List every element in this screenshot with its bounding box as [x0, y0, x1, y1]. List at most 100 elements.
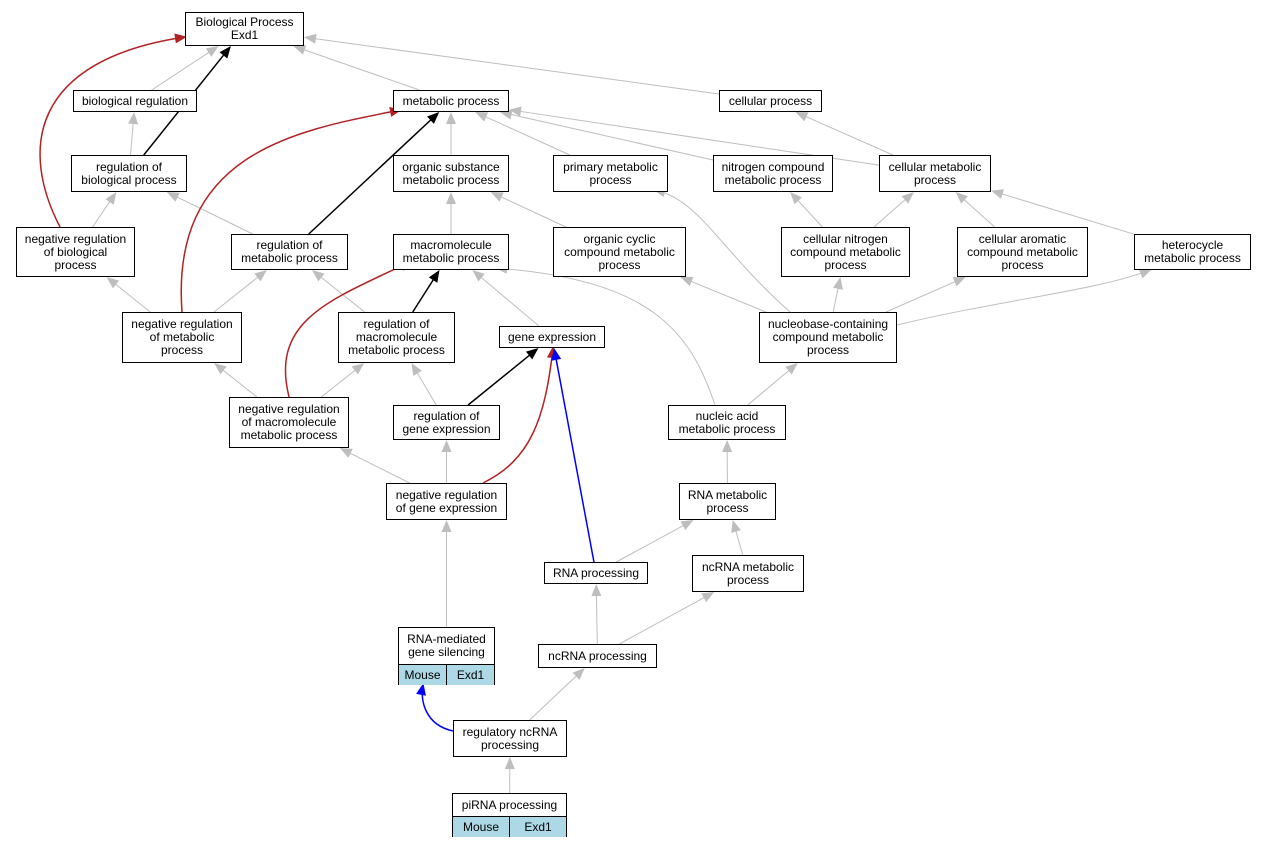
edge-nucleo-hetero [896, 269, 1151, 326]
edge-nucacid-nucleo [747, 369, 790, 406]
edge-regmet-regbio [176, 196, 253, 235]
edge-cellarom-cellmet [963, 198, 995, 228]
edge-arrowhead [499, 109, 513, 120]
go-term-label: regulation of metabolic process [241, 238, 338, 265]
edge-regmacro-macro [412, 278, 435, 313]
edge-geneexp-macro [480, 276, 540, 327]
edge-negmet-negbio [114, 283, 151, 313]
go-term-label: gene expression [507, 329, 597, 344]
edge-arrowhead [680, 520, 694, 531]
go-term-label: RNA metabolic process [687, 487, 768, 515]
go-term-label: negative regulation of macromolecule met… [238, 402, 340, 442]
go-term-label: Biological Process Exd1 [195, 15, 294, 42]
go-term-rnaproc: RNA processing [544, 562, 648, 584]
edge-cellmet-cellproc [805, 115, 894, 156]
edge-arrowhead [312, 270, 325, 282]
go-term-reggene: regulation of gene expression [393, 405, 500, 440]
go-term-label: macromolecule metabolic process [402, 238, 500, 265]
edge-arrowhead [205, 46, 219, 57]
go-term-label: RNA processing [552, 565, 640, 580]
edge-orgcyc-orgsub [500, 196, 567, 228]
edge-arrowhead [680, 276, 694, 287]
edge-arrowhead [833, 277, 843, 290]
edge-arrowhead [952, 277, 966, 287]
go-term-label: heterocycle metabolic process [1144, 238, 1241, 265]
go-term-cellmet: cellular metabolic process [879, 155, 991, 192]
go-term-label: regulation of macromolecule metabolic pr… [348, 317, 445, 357]
edge-reggene-regmacro [416, 372, 437, 406]
go-term-regmet: regulation of metabolic process [231, 234, 348, 270]
edge-cellproc-bp [314, 38, 720, 95]
edge-arrowhead [128, 112, 139, 125]
edge-reggene-geneexp [467, 354, 531, 406]
edge-arrowhead [441, 520, 452, 532]
go-term-label: organic cyclic compound metabolic proces… [564, 231, 675, 272]
edge-nucacid-macro [496, 267, 716, 406]
edge-arrowhead [572, 668, 585, 680]
edge-negmacro-macro [284, 261, 411, 398]
edge-arrowhead [591, 584, 602, 597]
edge-arrowhead [701, 592, 715, 603]
annotation-species: Mouse [399, 665, 446, 685]
edge-arrowhead [105, 192, 117, 205]
edge-arrowhead [254, 270, 267, 282]
go-term-label: nucleobase-containing compound metabolic… [767, 317, 889, 357]
go-term-nucleo: nucleobase-containing compound metabolic… [759, 312, 897, 363]
go-term-cellproc: cellular process [719, 90, 822, 112]
edge-arrowhead [731, 520, 741, 533]
go-term-label: cellular process [728, 93, 813, 108]
edge-primary-metab [485, 116, 571, 156]
edge-arrowhead [901, 192, 914, 204]
edge-nucleo-cellnitro [832, 287, 839, 313]
edge-negmet-regmet [213, 276, 259, 313]
go-term-orgcyc: organic cyclic compound metabolic proces… [553, 227, 686, 277]
go-term-regbio: regulation of biological process [71, 155, 187, 192]
go-term-label: biological regulation [81, 93, 189, 108]
go-term-label: ncRNA processing [548, 648, 647, 663]
edge-arrowhead [504, 757, 515, 770]
go-term-cellnitro: cellular nitrogen compound metabolic pro… [781, 227, 910, 277]
go-term-label: cellular nitrogen compound metabolic pro… [790, 231, 901, 272]
go-term-hetero: heterocycle metabolic process [1134, 234, 1251, 270]
annotation-gene: Exd1 [509, 817, 566, 837]
edge-nitro-metab [510, 113, 714, 161]
edge-arrowhead [1138, 269, 1152, 279]
edge-nucleo-orgcyc [690, 280, 767, 313]
edge-negmacro-negmet [222, 369, 258, 398]
edge-ncrnamet-rnamet [735, 530, 744, 556]
go-term-macro: macromolecule metabolic process [393, 234, 509, 270]
go-term-label: negative regulation of gene expression [395, 487, 498, 515]
edge-arrowhead [293, 45, 307, 55]
edge-negbio-bp [39, 36, 186, 228]
go-term-bioreg: biological regulation [73, 90, 197, 112]
edge-arrowhead [490, 192, 504, 202]
go-term-nitro: nitrogen compound metabolic process [713, 155, 833, 192]
edge-arrowhead [991, 189, 1004, 199]
edge-bioreg-bp [151, 51, 210, 91]
edge-metab-bp [303, 49, 420, 91]
go-term-label: cellular metabolic process [888, 159, 982, 187]
edge-rnaproc-rnamet [615, 524, 685, 563]
go-term-label: metabolic process [402, 93, 500, 108]
go-term-label: RNA-mediated gene silencing [407, 632, 486, 659]
edge-arrowhead [166, 192, 180, 202]
edge-regnc-rnasil [421, 684, 454, 732]
go-term-bp: Biological Process Exd1 [185, 12, 304, 46]
edge-arrowhead [790, 192, 802, 205]
go-term-neggene: negative regulation of gene expression [386, 483, 507, 520]
edge-arrowhead [214, 363, 227, 375]
edge-arrowhead [416, 683, 426, 696]
edge-arrowhead [219, 46, 231, 59]
go-term-label: primary metabolic process [563, 159, 658, 187]
edge-neggene-negmacro [349, 452, 410, 484]
edge-cellnitro-nitro [797, 199, 823, 228]
go-term-ncrnamet: ncRNA metabolic process [692, 555, 804, 592]
go-term-metab: metabolic process [393, 90, 509, 112]
go-term-label: regulation of gene expression [402, 408, 491, 436]
edge-arrowhead [551, 348, 562, 361]
edge-arrowhead [785, 363, 798, 375]
go-term-geneexp: gene expression [499, 326, 605, 348]
edge-arrowhead [475, 112, 489, 122]
